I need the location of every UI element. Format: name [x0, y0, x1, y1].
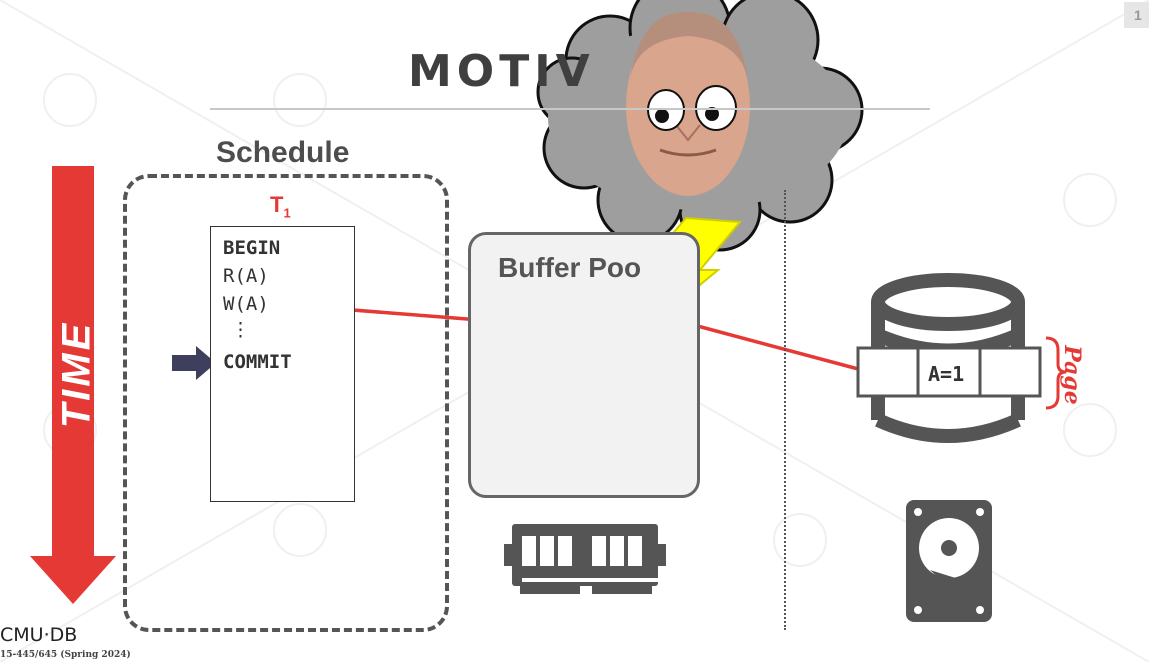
page-bracket [1045, 336, 1067, 410]
read-arrow [678, 315, 863, 372]
hard-disk-icon [906, 500, 992, 622]
schedule-label: Schedule [216, 136, 350, 169]
face-image [626, 11, 750, 196]
slide-number: 1 [1124, 2, 1149, 28]
disk-page-strip [856, 346, 1042, 398]
transaction-label: T1 [270, 192, 291, 221]
op-ellipsis: ⋮ [231, 319, 250, 341]
current-op-pointer-icon [172, 346, 216, 380]
footer-course: 15-445/645 (Spring 2024) [0, 650, 131, 660]
transaction-box: BEGIN R(A) W(A) ⋮ COMMIT [210, 226, 355, 502]
time-arrow [30, 166, 116, 604]
op-read: R(A) [223, 265, 269, 287]
page-label: Page [1058, 345, 1085, 405]
disk-page-value: A=1 [928, 362, 965, 386]
op-commit: COMMIT [223, 351, 292, 373]
memory-icon [504, 524, 666, 594]
op-write: W(A) [223, 293, 269, 315]
buffer-pool-box [468, 232, 700, 498]
op-begin: BEGIN [223, 237, 281, 259]
title-divider [210, 108, 930, 110]
memory-disk-divider [784, 190, 786, 630]
time-label: TIME [54, 320, 99, 429]
schedule-box [123, 174, 449, 632]
buffer-pool-label: Buffer Poo [498, 252, 642, 283]
slide-title: MOTIV [408, 46, 595, 97]
footer-logo: CMU·DB [0, 624, 78, 646]
